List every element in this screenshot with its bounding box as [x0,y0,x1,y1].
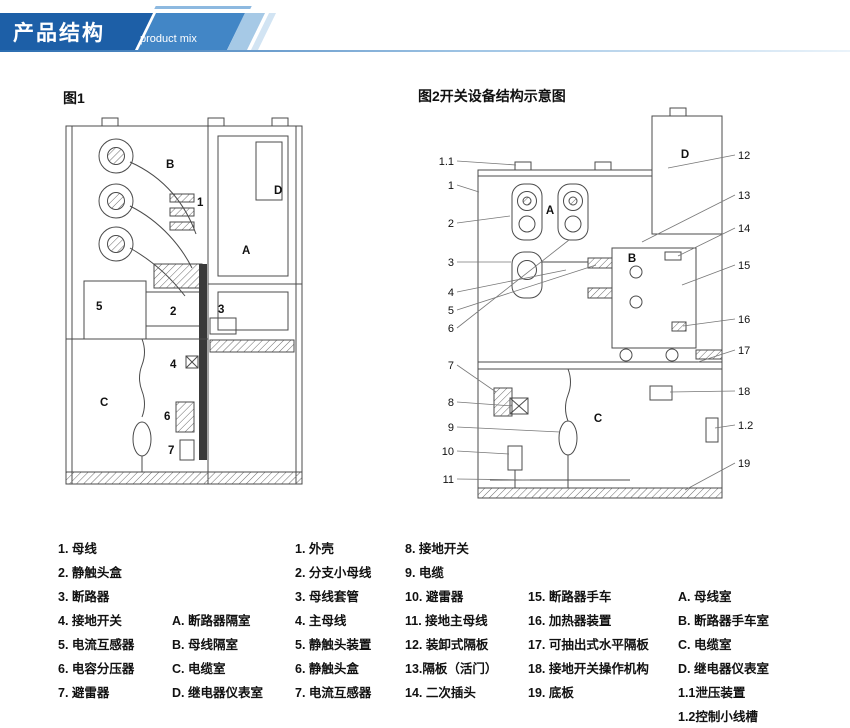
legend-item: C. 电缆室 [678,638,732,652]
legend-item: 1. 外壳 [295,542,334,556]
fig2-callout-16: 16 [738,314,750,326]
fig1-label-7: 7 [168,445,174,457]
legend-item: 7. 电流互感器 [295,686,372,700]
legend-item: 2. 分支小母线 [295,566,372,580]
header-rule [0,50,850,52]
fig1-label-5: 5 [96,301,103,313]
fig1-label-B: B [166,159,174,171]
fig2-callout-13: 13 [738,190,750,202]
fig2-callout-1-2: 1.2 [738,420,753,432]
legend-item: 13.隔板（活门） [405,662,498,676]
legend-item: 8. 接地开关 [405,542,469,556]
legend-col-fig2-letters: A. 母线室 B. 断路器手车室 C. 电缆室 D. 继电器仪表室 1.1泄压装… [678,585,769,728]
figure2-diagram: 1.1 1 2 3 4 5 6 7 8 9 10 11 12 13 14 15 … [439,107,753,499]
page-title: 产品结构 [13,22,105,45]
fig1-label-2: 2 [170,306,176,318]
legend-item: 19. 底板 [528,686,574,700]
legend-item: A. 母线室 [678,590,732,604]
legend-item: 9. 电缆 [405,566,444,580]
fig2-callout-19: 19 [738,458,750,470]
fig2-callouts-right: 12 13 14 15 16 17 18 1.2 19 [738,150,753,470]
figure1-diagram: B 1 D A 5 2 3 4 C 6 7 [65,117,303,485]
fig2-callout-1: 1 [448,180,454,192]
fig2-leader-lines [456,154,736,491]
legend-item: 2. 静触头盒 [58,566,122,580]
fig1-label-6: 6 [164,411,170,423]
page-subtitle: product mix [140,33,197,45]
fig2-label-D: D [681,149,689,161]
banner-accent-stripe [154,6,252,9]
legend: 1. 母线 2. 静触头盒 3. 断路器 4. 接地开关 5. 电流互感器 6.… [0,537,850,728]
fig2-callout-18: 18 [738,386,750,398]
legend-item: 6. 电容分压器 [58,662,135,676]
fig2-label-B: B [628,253,636,265]
legend-col-fig2-1to7: 1. 外壳 2. 分支小母线 3. 母线套管 4. 主母线 5. 静触头装置 6… [295,537,371,705]
fig2-callout-2: 2 [448,218,454,230]
fig2-callouts: 1.1 1 2 3 4 5 6 7 8 9 10 11 [439,156,454,486]
legend-item: 17. 可抽出式水平隔板 [528,638,649,652]
fig1-structure [65,117,303,485]
fig2-callout-11: 11 [443,474,454,486]
figure1-title: 图1 [63,90,85,106]
legend-item: 3. 断路器 [58,590,110,604]
fig2-callout-4: 4 [448,287,454,299]
fig2-callout-3: 3 [448,257,454,269]
legend-item: D. 继电器仪表室 [678,662,769,676]
legend-item: 4. 主母线 [295,614,347,628]
fig2-label-A: A [546,205,554,217]
fig1-label-A: A [242,245,250,257]
fig2-callout-5: 5 [448,305,454,317]
legend-col-fig1-numbers: 1. 母线 2. 静触头盒 3. 断路器 4. 接地开关 5. 电流互感器 6.… [58,537,134,705]
legend-item: B. 断路器手车室 [678,614,769,628]
fig2-callout-15: 15 [738,260,750,272]
fig2-room-labels: A B C D [546,149,689,425]
legend-item: B. 母线隔室 [172,638,238,652]
fig1-label-3: 3 [218,304,224,316]
fig2-label-C: C [594,413,602,425]
fig1-label-1: 1 [197,197,204,209]
fig2-callout-14: 14 [738,223,750,235]
legend-item: 3. 母线套管 [295,590,359,604]
fig2-callout-1-1: 1.1 [439,156,454,168]
legend-item: C. 电缆室 [172,662,226,676]
fig1-label-C: C [100,397,108,409]
fig2-structure [477,107,723,499]
fig2-callout-17: 17 [738,345,750,357]
legend-item: 18. 接地开关操作机构 [528,662,649,676]
fig2-callout-12: 12 [738,150,750,162]
legend-item: 5. 电流互感器 [58,638,135,652]
legend-item: A. 断路器隔室 [172,614,251,628]
fig1-labels: B 1 D A 5 2 3 4 C 6 7 [96,159,282,457]
legend-item: 7. 避雷器 [58,686,110,700]
legend-item: 1.2控制小线槽 [678,710,758,724]
fig2-callout-10: 10 [442,446,454,458]
fig2-callout-8: 8 [448,397,454,409]
fig2-callout-6: 6 [448,323,454,335]
fig1-label-4: 4 [170,359,177,371]
legend-item: 16. 加热器装置 [528,614,612,628]
fig2-callout-9: 9 [448,422,454,434]
legend-item: 15. 断路器手车 [528,590,612,604]
legend-col-fig2-15to19: 15. 断路器手车 16. 加热器装置 17. 可抽出式水平隔板 18. 接地开… [528,585,649,705]
legend-item: 5. 静触头装置 [295,638,372,652]
legend-item: 1.1泄压装置 [678,686,746,700]
legend-col-fig1-letters: A. 断路器隔室 B. 母线隔室 C. 电缆室 D. 继电器仪表室 [172,609,263,705]
fig2-callout-7: 7 [448,360,454,372]
legend-item: 1. 母线 [58,542,97,556]
figure2-title: 图2开关设备结构示意图 [418,88,566,104]
page-header: 产品结构 product mix [0,0,850,58]
legend-item: D. 继电器仪表室 [172,686,263,700]
legend-col-fig2-8to14: 8. 接地开关 9. 电缆 10. 避雷器 11. 接地主母线 12. 装卸式隔… [405,537,497,705]
legend-item: 6. 静触头盒 [295,662,359,676]
legend-item: 11. 接地主母线 [405,614,488,628]
legend-item: 10. 避雷器 [405,590,464,604]
fig1-label-D: D [274,185,282,197]
legend-item: 4. 接地开关 [58,614,122,628]
legend-item: 12. 装卸式隔板 [405,638,489,652]
legend-item: 14. 二次插头 [405,686,476,700]
